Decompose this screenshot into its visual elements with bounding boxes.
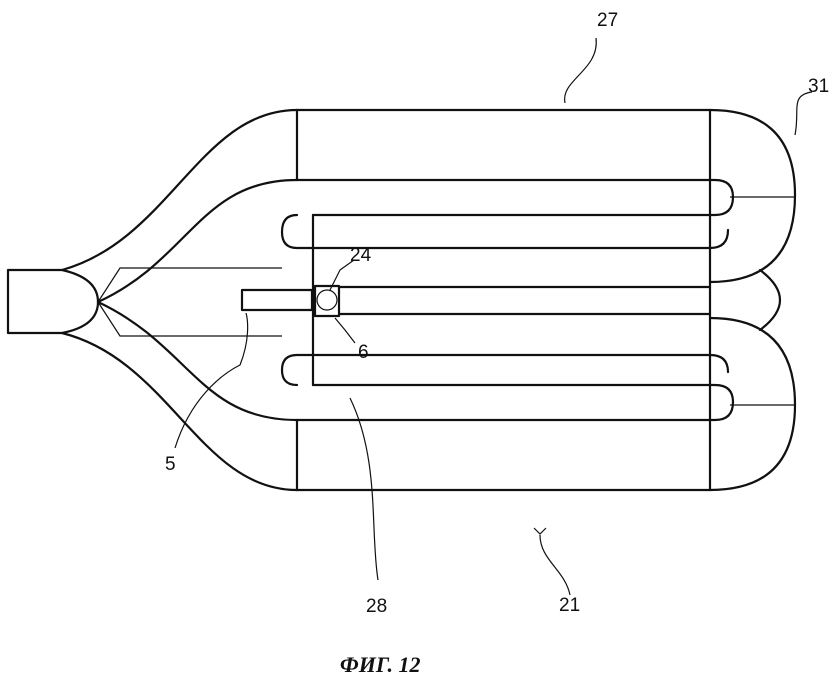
return-bend-31 (708, 108, 797, 492)
housing (295, 108, 712, 492)
lower-u-channel (280, 353, 735, 422)
label-21: 21 (559, 595, 580, 616)
center-channel (240, 284, 712, 318)
label-27: 27 (597, 10, 618, 31)
label-28: 28 (366, 596, 387, 617)
figure-caption: ФИГ. 12 (340, 652, 420, 677)
inlet-nozzle (6, 268, 100, 335)
label-24: 24 (350, 245, 372, 266)
leader-lines (174, 37, 813, 596)
label-6: 6 (358, 342, 369, 363)
lower-branch (60, 300, 299, 492)
label-5: 5 (165, 454, 176, 475)
upper-branch (60, 108, 299, 304)
label-31: 31 (808, 76, 829, 97)
upper-u-channel (280, 178, 735, 250)
